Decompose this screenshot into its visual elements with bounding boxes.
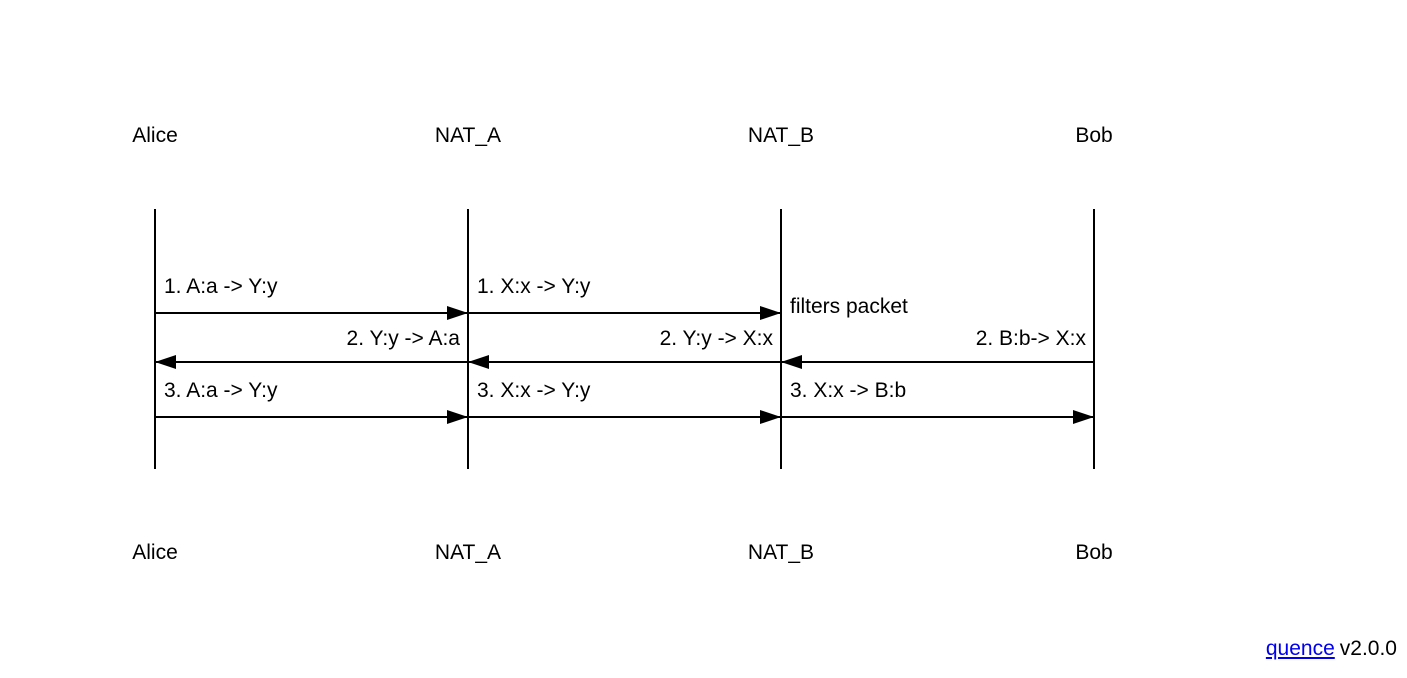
message-label-3: 2. Y:y -> A:a [346, 327, 460, 350]
footer-version: v2.0.0 [1339, 637, 1397, 660]
message-label-5: 2. B:b-> X:x [975, 327, 1086, 350]
lifeline-bob [1093, 209, 1095, 469]
lifeline-nat-b [780, 209, 782, 469]
actor-label-bottom-nat-b: NAT_B [747, 541, 815, 564]
message-arrow-4-nat-b-to-nat-a [468, 355, 781, 369]
actor-label-bottom-bob: Bob [1075, 541, 1113, 564]
message-arrow-8-nat-b-to-bob [781, 410, 1094, 424]
message-label-7: 3. X:x -> Y:y [477, 379, 591, 402]
message-label-4: 2. Y:y -> X:x [659, 327, 773, 350]
message-arrow-5-bob-to-nat-b [781, 355, 1094, 369]
message-arrow-1-alice-to-nat-a [155, 306, 468, 320]
quence-link[interactable]: quence [1265, 637, 1335, 660]
lifeline-alice [154, 209, 156, 469]
message-label-2: 1. X:x -> Y:y [477, 275, 591, 298]
actor-label-top-bob: Bob [1075, 124, 1113, 147]
actor-label-top-nat-a: NAT_A [434, 124, 502, 147]
actor-label-top-nat-b: NAT_B [747, 124, 815, 147]
actor-label-bottom-nat-a: NAT_A [434, 541, 502, 564]
message-label-6: 3. A:a -> Y:y [164, 379, 278, 402]
message-arrow-7-nat-a-to-nat-b [468, 410, 781, 424]
lifeline-nat-a [467, 209, 469, 469]
note-filters-packet: filters packet [790, 295, 908, 318]
message-label-8: 3. X:x -> B:b [790, 379, 907, 402]
actor-label-bottom-alice: Alice [132, 541, 178, 564]
message-arrow-6-alice-to-nat-a [155, 410, 468, 424]
message-arrow-3-nat-a-to-alice [155, 355, 468, 369]
actor-label-top-alice: Alice [132, 124, 178, 147]
message-label-1: 1. A:a -> Y:y [164, 275, 278, 298]
message-arrow-2-nat-a-to-nat-b [468, 306, 781, 320]
